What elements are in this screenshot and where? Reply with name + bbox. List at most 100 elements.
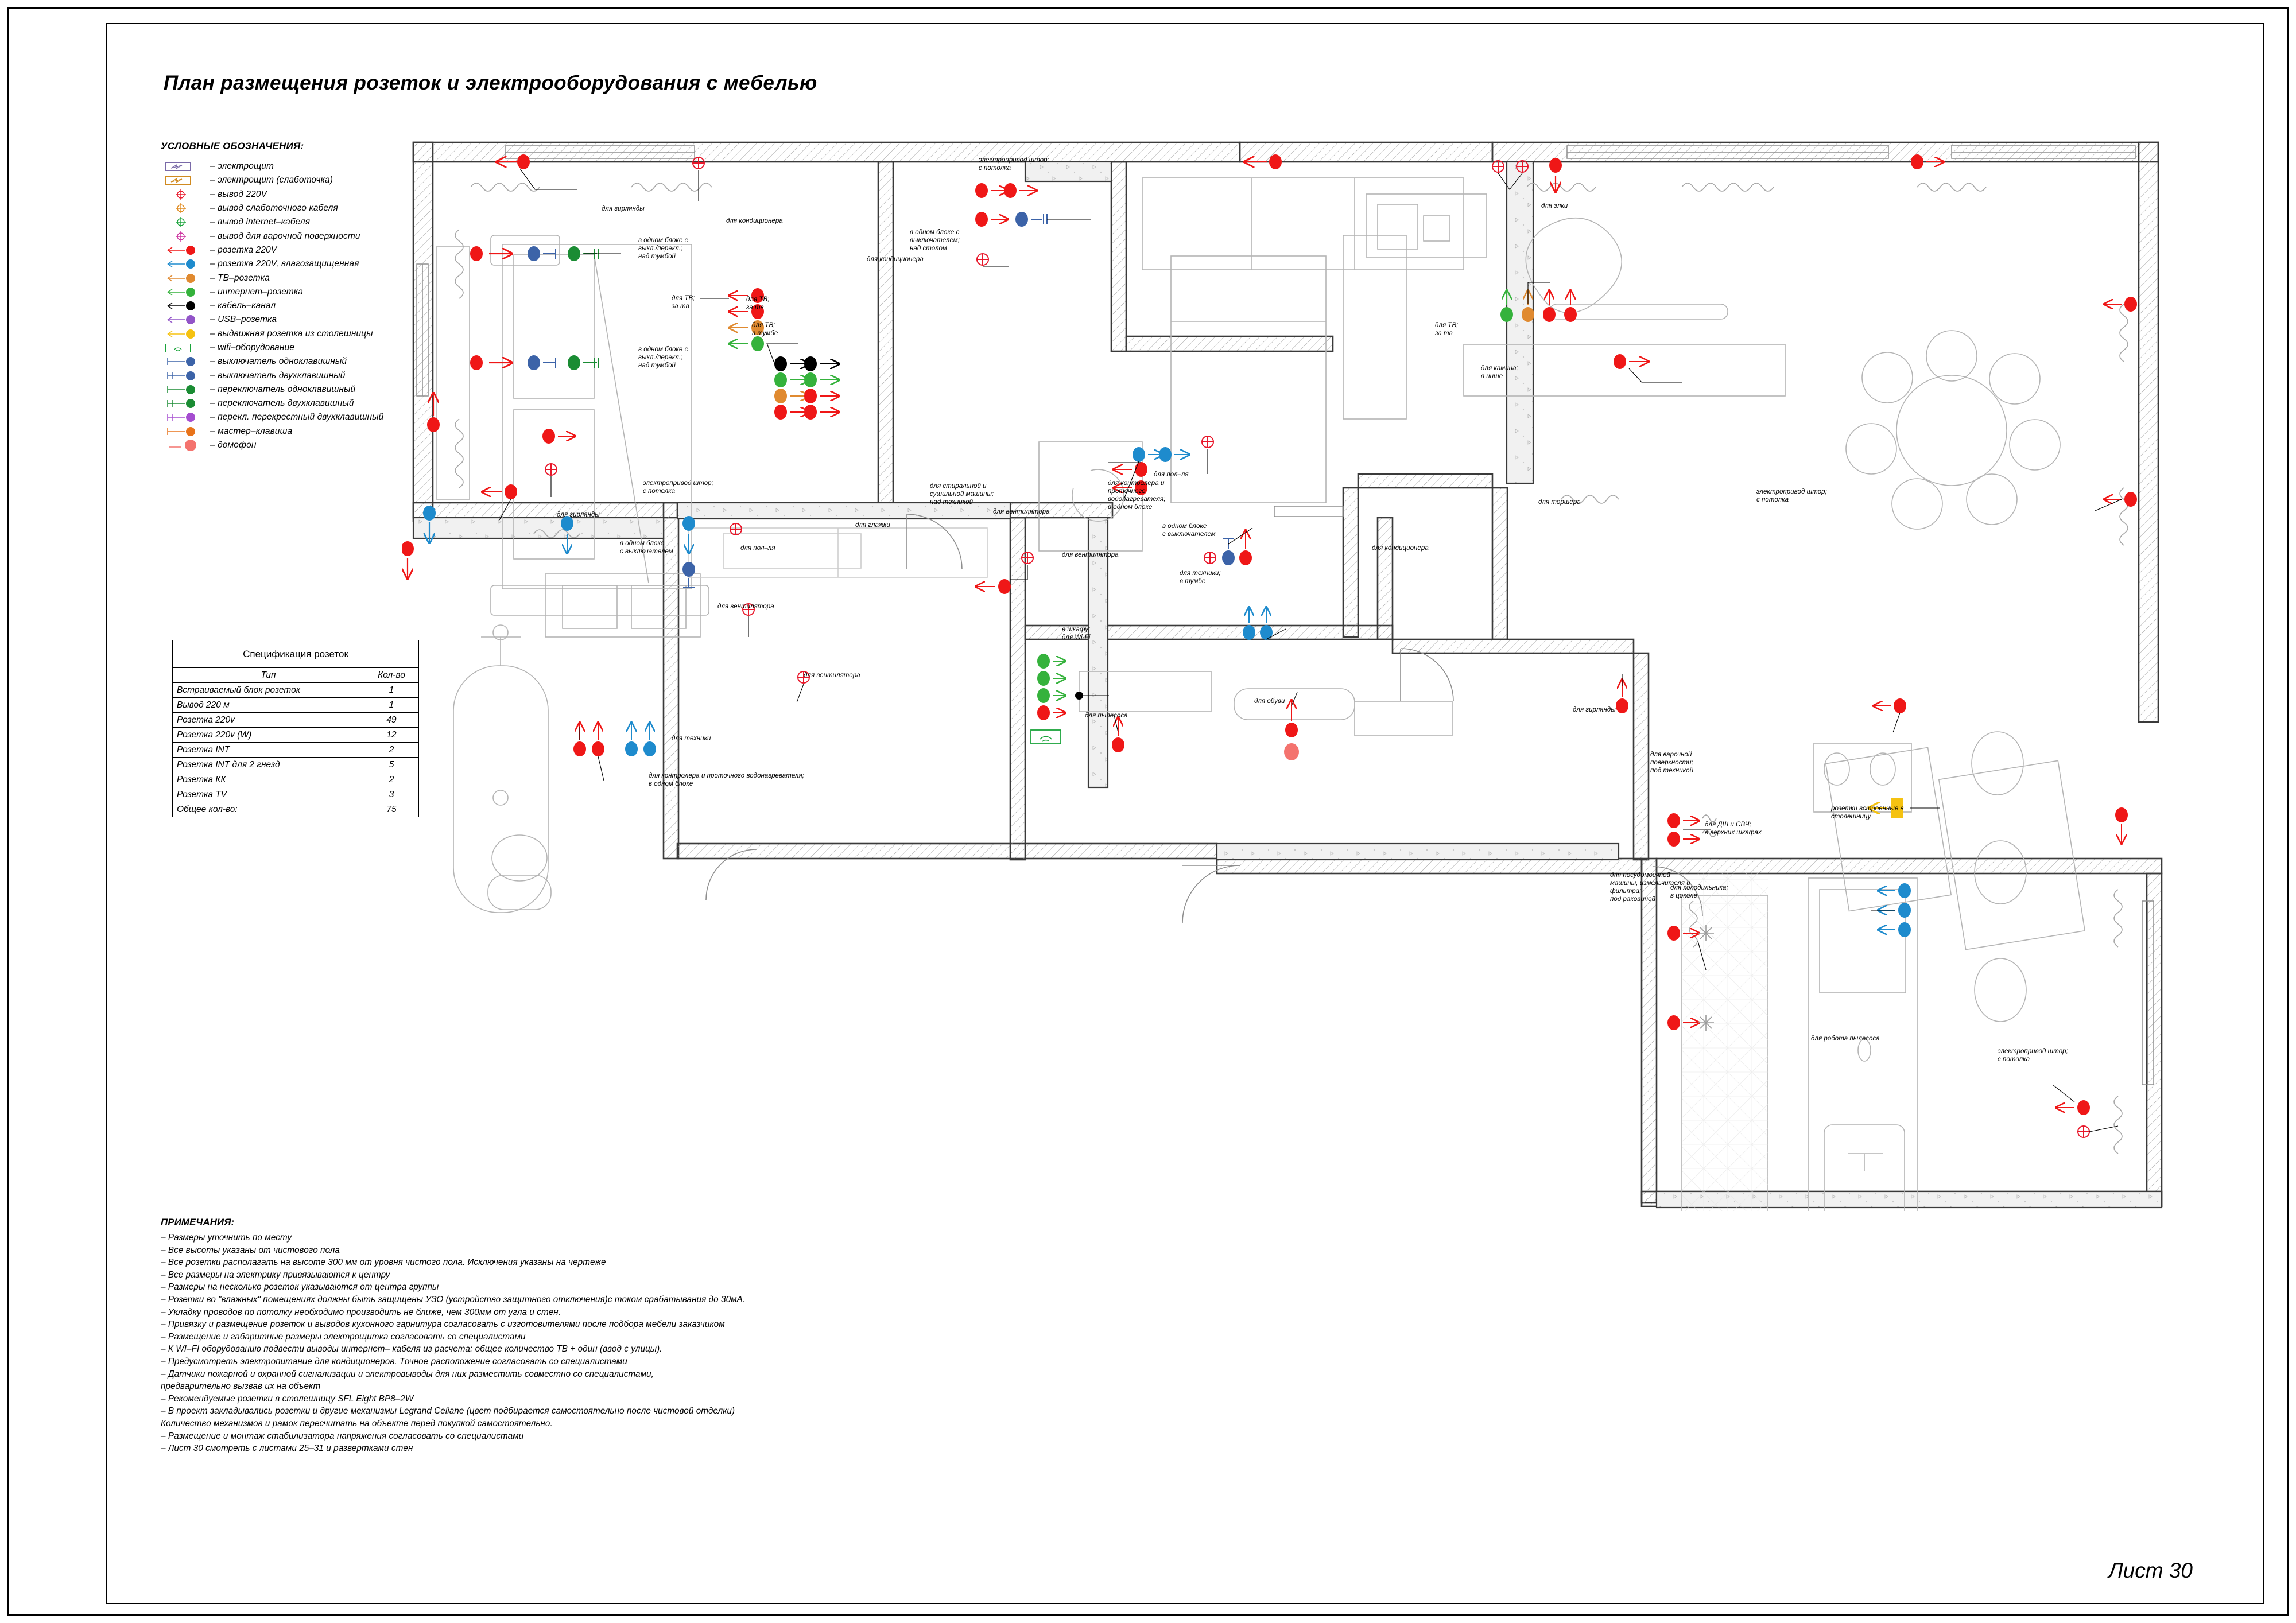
legend-item: – мастер–клавиша xyxy=(161,425,482,438)
legend-item-label: – электрощит (слаботочка) xyxy=(210,175,333,185)
legend-item-label: – вывод слаботочного кабеля xyxy=(210,203,338,213)
spec-type-cell: Розетка INT xyxy=(173,742,364,758)
plan-annotation: для пол–ля xyxy=(1154,471,1189,478)
plan-annotation: для ДШ и СВЧ;в верхних шкафах xyxy=(1705,821,1762,836)
socket-icon xyxy=(161,286,210,298)
switch-icon xyxy=(161,355,210,368)
socket-icon xyxy=(161,244,210,257)
spec-qty-cell: 2 xyxy=(364,742,418,758)
switch-icon xyxy=(161,397,210,410)
intercom-icon xyxy=(161,439,210,452)
note-line: – Все размеры на электрику привязываются… xyxy=(161,1269,390,1280)
plan-annotation: для гирлянды xyxy=(557,511,600,518)
legend-item-label: – переключатель двухклавишный xyxy=(210,398,354,409)
plan-annotation: для глажки xyxy=(855,522,890,529)
plan-annotation: электропривод штор;с потолка xyxy=(643,480,713,495)
legend-item-label: – интернет–розетка xyxy=(210,286,303,297)
note-line: – Размещение и монтаж стабилизатора напр… xyxy=(161,1431,524,1441)
spec-type-cell: Розетка КК xyxy=(173,772,364,787)
spec-qty-cell: 3 xyxy=(364,787,418,802)
legend-item: – вывод для варочной поверхности xyxy=(161,229,482,243)
spec-type-cell: Розетка TV xyxy=(173,787,364,802)
table-row: Общее кол-во:75 xyxy=(173,802,418,817)
spec-type-cell: Встраиваемый блок розеток xyxy=(173,682,364,698)
note-line: – Размеры уточнить по месту xyxy=(161,1233,292,1243)
spec-qty-cell: 2 xyxy=(364,772,418,787)
legend-item-label: – мастер–клавиша xyxy=(210,426,293,436)
switch-icon xyxy=(161,383,210,396)
note-line: – Размещение и габаритные размеры электр… xyxy=(161,1331,526,1342)
plan-annotation: для гирлянды xyxy=(1573,706,1616,713)
legend-item: – выключатель одноклавишный xyxy=(161,355,482,368)
legend-item: – электрощит xyxy=(161,160,482,173)
plan-annotation: для кондиционера xyxy=(867,256,924,263)
legend-item: – ТВ–розетка xyxy=(161,271,482,285)
legend-item-label: – вывод 220V xyxy=(210,189,267,199)
legend-item-label: – выключатель двухклавишный xyxy=(210,370,346,380)
legend-item-label: – USB–розетка xyxy=(210,314,277,325)
legend-item-label: – электрощит xyxy=(210,161,274,172)
spec-qty-cell: 5 xyxy=(364,757,418,772)
legend-item-label: – розетка 220V xyxy=(210,244,277,255)
legend-heading: УСЛОВНЫЕ ОБОЗНАЧЕНИЯ: xyxy=(161,141,304,153)
plan-annotation: для ТВ;в тумбе xyxy=(752,322,778,337)
legend-item-label: – перекл. перекрестный двухклавишный xyxy=(210,412,384,422)
spec-qty-cell: 1 xyxy=(364,697,418,713)
notes-heading: ПРИМЕЧАНИЯ: xyxy=(161,1217,235,1229)
page-title: План размещения розеток и электрооборудо… xyxy=(164,72,817,94)
socket-icon xyxy=(161,328,210,340)
switch-icon xyxy=(161,411,210,424)
legend-item-label: – выключатель одноклавишный xyxy=(210,356,347,367)
spec-type-cell: Розетка 220v xyxy=(173,712,364,728)
plan-annotation: электропривод штор;с потолка xyxy=(1998,1048,2068,1063)
legend-item: – переключатель одноклавишный xyxy=(161,383,482,397)
legend-item: – розетка 220V xyxy=(161,243,482,257)
plan-annotation: для пылесоса xyxy=(1085,712,1128,719)
legend-item: – выключатель двухклавишный xyxy=(161,368,482,382)
plan-annotation: для торшера xyxy=(1538,499,1581,506)
plan-annotation: для вентилятора xyxy=(718,603,774,610)
legend-item: – вывод слаботочного кабеля xyxy=(161,201,482,215)
legend-item-label: – ТВ–розетка xyxy=(210,273,270,283)
spec-type-cell: Вывод 220 м xyxy=(173,697,364,713)
note-line: – Все высоты указаны от чистового пола xyxy=(161,1245,340,1255)
spec-qty-cell: 49 xyxy=(364,712,418,728)
spec-type-cell: Розетка 220v (W) xyxy=(173,727,364,743)
legend-item-label: – вывод для варочной поверхности xyxy=(210,231,360,241)
plan-annotation: для робота пылесоса xyxy=(1811,1035,1880,1042)
plan-annotation: для кондиционера xyxy=(1372,545,1429,552)
table-row: Розетка 220v (W)12 xyxy=(173,727,418,743)
socket-icon xyxy=(161,272,210,285)
plan-annotation: электропривод штор;с потолка xyxy=(1756,488,1827,503)
plan-annotation: для гирлянды xyxy=(602,205,645,212)
plan-annotation: для ТВ;за тв xyxy=(1435,322,1459,337)
switch-icon xyxy=(161,425,210,438)
legend-item-label: – кабель–канал xyxy=(210,301,276,311)
legend-item: – вывод internet–кабеля xyxy=(161,215,482,229)
socket-icon xyxy=(161,300,210,312)
plan-annotation: для камина;в нише xyxy=(1481,365,1518,380)
note-line: – Все розетки располагать на высоте 300 … xyxy=(161,1257,606,1268)
plan-annotation: для ТВ;за тв xyxy=(672,295,695,310)
sheet-number: Лист 30 xyxy=(2108,1559,2193,1582)
column-header: Тип xyxy=(261,670,276,680)
legend-item-label: – розетка 220V, влагозащищенная xyxy=(210,259,359,269)
spec-type-cell: Розетка INT для 2 гнезд xyxy=(173,757,364,772)
plan-annotation: для обуви xyxy=(1254,698,1285,705)
legend-item: – домофон xyxy=(161,438,482,452)
column-header: Кол-во xyxy=(364,668,418,683)
floor-plan: для гирлянды для кондиционера электроприво… xyxy=(402,132,2221,1211)
